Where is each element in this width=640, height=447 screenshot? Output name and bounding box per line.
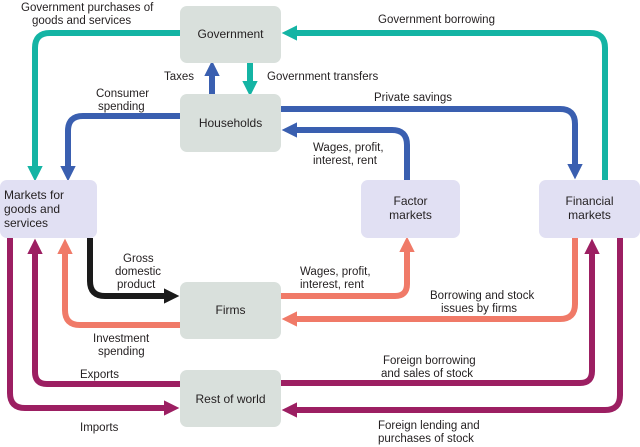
label-consumer-spending: Consumer spending [96, 88, 149, 113]
label-wages-from-firms: Wages, profit, interest, rent [300, 266, 371, 291]
svg-text:Wages, profit,: Wages, profit, [300, 266, 371, 278]
label-borrowing-stock-firms: Borrowing and stock issues by firms [430, 290, 534, 315]
svg-text:Investment: Investment [93, 333, 150, 345]
svg-text:Markets for: Markets for [4, 188, 64, 202]
consumer-spending-arrow [60, 113, 180, 182]
investment-spending-arrow [57, 238, 180, 328]
svg-text:Rest of world: Rest of world [195, 392, 265, 406]
node-markets-goods-services: Markets for goods and services [0, 180, 97, 238]
wages-from-firms-arrow [281, 236, 415, 299]
svg-text:Firms: Firms [216, 303, 246, 317]
label-foreign-lending: Foreign lending and purchases of stock [378, 420, 480, 445]
svg-text:services: services [4, 216, 48, 230]
svg-text:interest, rent: interest, rent [313, 155, 378, 167]
svg-text:Government purchases of: Government purchases of [21, 2, 154, 14]
svg-text:purchases of stock: purchases of stock [378, 433, 474, 445]
svg-text:Factor: Factor [393, 194, 427, 208]
label-imports: Imports [80, 422, 119, 434]
svg-text:product: product [117, 279, 156, 291]
svg-text:goods and: goods and [4, 202, 60, 216]
label-foreign-borrowing: Foreign borrowing and sales of stock [381, 355, 476, 380]
government-purchases-arrow [27, 30, 180, 182]
government-borrowing-arrow [281, 25, 608, 180]
node-factor-markets: Factor markets [361, 180, 460, 238]
svg-text:and sales of stock: and sales of stock [381, 368, 473, 380]
label-gdp: Gross domestic product [115, 253, 161, 291]
svg-text:Borrowing and stock: Borrowing and stock [430, 290, 534, 302]
node-households: Households [180, 94, 281, 152]
label-private-savings: Private savings [374, 92, 452, 104]
imports-arrow [7, 238, 180, 416]
foreign-lending-arrow [281, 238, 623, 418]
svg-text:Foreign lending and: Foreign lending and [378, 420, 480, 432]
label-taxes: Taxes [164, 71, 194, 83]
foreign-borrowing-arrow [281, 238, 600, 386]
svg-text:Households: Households [199, 116, 262, 130]
svg-text:domestic: domestic [115, 266, 161, 278]
svg-text:interest, rent: interest, rent [300, 279, 365, 291]
label-exports: Exports [80, 369, 119, 381]
node-rest-of-world: Rest of world [180, 370, 281, 427]
svg-text:spending: spending [98, 346, 145, 358]
label-investment-spending: Investment spending [93, 333, 150, 358]
svg-text:Financial: Financial [565, 194, 613, 208]
borrowing-stock-arrow [281, 238, 578, 327]
svg-text:Wages, profit,: Wages, profit, [313, 142, 384, 154]
node-financial-markets: Financial markets [539, 180, 640, 238]
svg-text:markets: markets [568, 208, 611, 222]
label-government-purchases: Government purchases of goods and servic… [21, 2, 154, 27]
label-government-borrowing: Government borrowing [378, 14, 495, 26]
svg-text:goods and services: goods and services [32, 15, 131, 27]
gdp-arrow [87, 238, 180, 304]
private-savings-arrow [281, 106, 583, 180]
node-firms: Firms [180, 282, 281, 339]
svg-text:markets: markets [389, 208, 432, 222]
svg-text:Consumer: Consumer [96, 88, 149, 100]
svg-text:issues by firms: issues by firms [441, 303, 517, 315]
svg-text:spending: spending [98, 101, 145, 113]
svg-text:Gross: Gross [123, 253, 154, 265]
label-government-transfers: Government transfers [267, 71, 378, 83]
node-government: Government [180, 6, 281, 63]
label-wages-to-households: Wages, profit, interest, rent [313, 142, 384, 167]
svg-text:Government: Government [197, 27, 264, 41]
exports-arrow [27, 238, 180, 387]
svg-text:Foreign borrowing: Foreign borrowing [383, 355, 476, 367]
wages-to-households-arrow [281, 122, 410, 180]
